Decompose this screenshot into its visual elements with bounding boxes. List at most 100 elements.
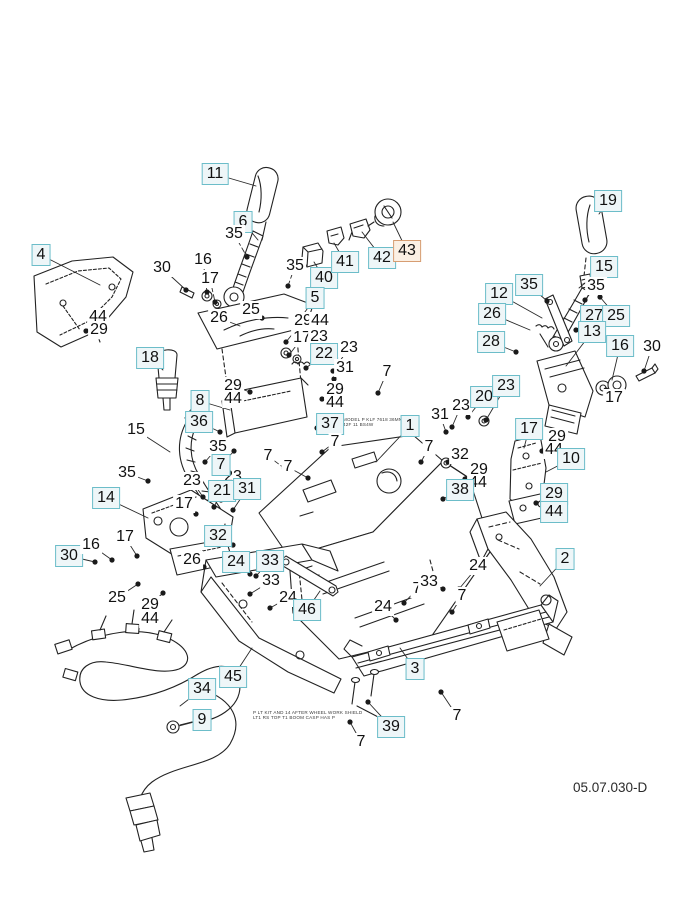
callout-43[interactable]: 43 <box>393 240 421 262</box>
fastener-glyph <box>319 396 325 402</box>
callout-44-plain: 44 <box>309 312 331 330</box>
callout-10[interactable]: 10 <box>557 448 585 470</box>
fastener-glyph <box>465 414 471 420</box>
callout-22[interactable]: 22 <box>310 343 338 365</box>
callout-19[interactable]: 19 <box>594 190 622 212</box>
callout-15[interactable]: 15 <box>590 256 618 278</box>
callout-17[interactable]: 17 <box>515 418 543 440</box>
callout-16[interactable]: 16 <box>606 335 634 357</box>
fastener-glyph <box>347 719 353 725</box>
callout-45[interactable]: 45 <box>219 666 247 688</box>
callout-16-plain: 16 <box>80 536 102 554</box>
callout-36[interactable]: 36 <box>185 411 213 433</box>
callout-35[interactable]: 35 <box>515 274 543 296</box>
callout-31[interactable]: 31 <box>233 478 261 500</box>
callout-23-plain: 23 <box>308 328 330 346</box>
fastener-glyph <box>303 365 309 371</box>
callout-35-plain: 35 <box>284 257 306 275</box>
callout-7[interactable]: 7 <box>211 454 231 476</box>
callout-38[interactable]: 38 <box>446 479 474 501</box>
callout-44[interactable]: 44 <box>540 501 568 523</box>
fastener-glyph <box>253 573 259 579</box>
callout-23-plain: 23 <box>450 397 472 415</box>
callout-24-plain: 24 <box>467 557 489 575</box>
callout-7-plain: 7 <box>450 707 464 725</box>
callout-35-plain: 35 <box>207 438 229 456</box>
callout-23[interactable]: 23 <box>492 375 520 397</box>
fastener-glyph <box>443 429 449 435</box>
fastener-glyph <box>83 328 89 334</box>
fastener-glyph <box>244 254 250 260</box>
callout-23-plain: 23 <box>181 472 203 490</box>
callout-8[interactable]: 8 <box>190 390 210 412</box>
fastener-glyph <box>160 590 166 596</box>
callout-17-plain: 17 <box>199 270 221 288</box>
drawing-number: 05.07.030-D <box>573 780 648 795</box>
fastener-glyph <box>483 417 489 423</box>
callout-7-plain: 7 <box>354 733 368 751</box>
callout-11[interactable]: 11 <box>201 163 229 185</box>
callout-3[interactable]: 3 <box>405 658 425 680</box>
fastener-glyph <box>449 609 455 615</box>
fastener-glyph <box>109 557 115 563</box>
callout-32-plain: 32 <box>449 446 471 464</box>
callout-33-plain: 33 <box>260 572 282 590</box>
callout-26[interactable]: 26 <box>478 303 506 325</box>
fastener-glyph <box>267 605 273 611</box>
callout-46[interactable]: 46 <box>293 599 321 621</box>
callout-24[interactable]: 24 <box>222 551 250 573</box>
fastener-glyph <box>202 459 208 465</box>
fastener-glyph <box>418 459 424 465</box>
callout-28[interactable]: 28 <box>477 331 505 353</box>
fastener-glyph <box>641 368 647 374</box>
callout-14[interactable]: 14 <box>92 487 120 509</box>
callout-41[interactable]: 41 <box>331 251 359 273</box>
callout-40[interactable]: 40 <box>310 267 338 289</box>
callout-12[interactable]: 12 <box>485 283 513 305</box>
callout-33[interactable]: 33 <box>256 550 284 572</box>
callout-30-plain: 30 <box>151 259 173 277</box>
fastener-glyph <box>217 429 223 435</box>
callout-29[interactable]: 29 <box>540 483 568 505</box>
fastener-glyph <box>200 494 206 500</box>
switch-parts <box>301 198 402 268</box>
fastener-glyph <box>231 448 237 454</box>
callout-7-plain: 7 <box>422 438 436 456</box>
callout-42[interactable]: 42 <box>368 247 396 269</box>
callout-30[interactable]: 30 <box>55 545 83 567</box>
wire-harness-part <box>54 609 241 853</box>
callout-15-plain: 15 <box>125 421 147 439</box>
callout-20[interactable]: 20 <box>470 386 498 408</box>
callout-29-plain: 29 <box>292 312 314 330</box>
callout-29-plain: 29 <box>88 321 110 339</box>
callout-13[interactable]: 13 <box>578 321 606 343</box>
fastener-glyph <box>319 449 325 455</box>
callout-18[interactable]: 18 <box>136 347 164 369</box>
callout-23-plain: 23 <box>338 339 360 357</box>
callout-29-plain: 29 <box>139 596 161 614</box>
callout-9[interactable]: 9 <box>192 709 212 731</box>
callout-21[interactable]: 21 <box>208 480 236 502</box>
fastener-glyph <box>211 504 217 510</box>
callout-4[interactable]: 4 <box>31 244 51 266</box>
fastener-glyph <box>513 349 519 355</box>
fastener-glyph <box>544 298 550 304</box>
fastener-glyph <box>183 287 189 293</box>
callout-5[interactable]: 5 <box>305 287 325 309</box>
leader-line <box>40 254 101 286</box>
callout-2[interactable]: 2 <box>555 548 575 570</box>
callout-37[interactable]: 37 <box>316 413 344 435</box>
callout-34[interactable]: 34 <box>188 678 216 700</box>
fastener-glyph <box>438 689 444 695</box>
fastener-glyph <box>375 390 381 396</box>
fastener-glyph <box>331 376 337 382</box>
callout-32[interactable]: 32 <box>204 525 232 547</box>
callout-25[interactable]: 25 <box>602 305 630 327</box>
callout-1[interactable]: 1 <box>400 415 420 437</box>
callout-39[interactable]: 39 <box>377 716 405 738</box>
callout-17-plain: 17 <box>603 389 625 407</box>
callout-7-plain: 7 <box>281 458 295 476</box>
callout-44-plain: 44 <box>222 390 244 408</box>
rail-part <box>343 594 559 721</box>
